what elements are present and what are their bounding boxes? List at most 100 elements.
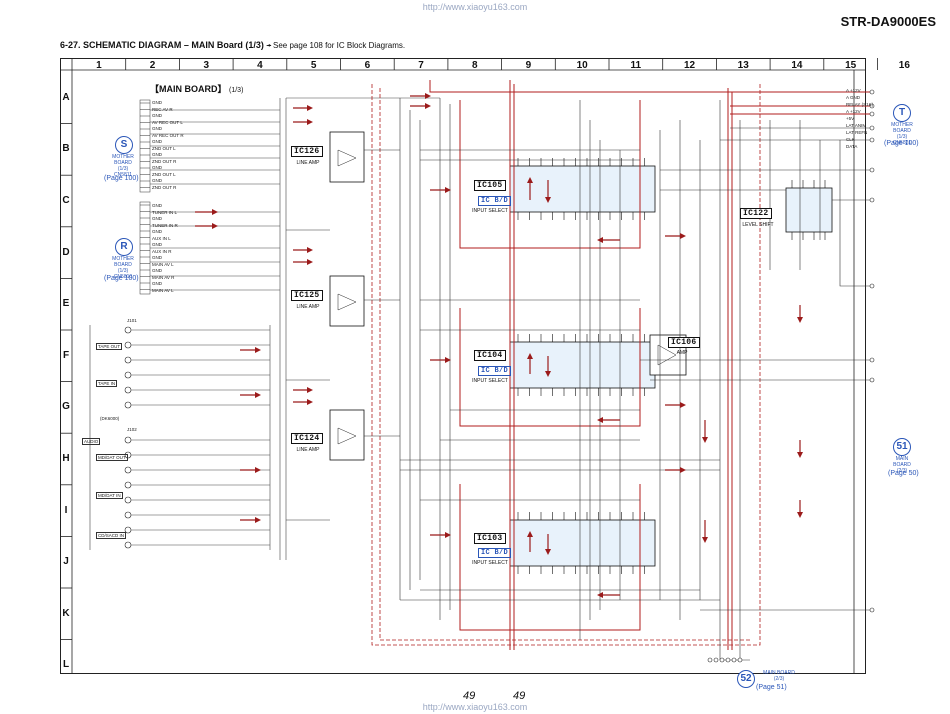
connector-t-pin-label: LAT REFN	[846, 130, 868, 135]
column-number-4: 4	[257, 60, 263, 71]
board-title: 【MAIN BOARD】 (1/3)	[150, 84, 244, 94]
pin-label: GND	[152, 203, 162, 208]
pin-label: GND	[152, 100, 162, 105]
ic126-label: IC126	[291, 146, 323, 157]
watermark-bottom: http://www.xiaoyu163.com	[422, 702, 528, 712]
row-letter-F: F	[62, 349, 70, 361]
ic104-role: INPUT SELECT	[472, 378, 508, 384]
md-dat-in-label: MD/DAT IN	[96, 492, 123, 499]
pin-label: GND	[152, 113, 162, 118]
row-letter-D: D	[62, 246, 70, 258]
ic105-role: INPUT SELECT	[472, 208, 508, 214]
connector-t-pin-label: A GND	[846, 95, 861, 100]
connector-r-icon: R	[115, 238, 133, 256]
ic105-bd-badge: IC B/D	[478, 196, 512, 206]
connector-s-icon: S	[115, 136, 133, 154]
pin-label: ZND OUT R	[152, 184, 177, 190]
column-number-9: 9	[525, 60, 532, 71]
tape-in-label: TAPE IN	[96, 380, 118, 387]
diagram-heading: 6-27. SCHEMATIC DIAGRAM – MAIN Board (1/…	[60, 40, 272, 50]
pin-label: TUNER IN L	[152, 209, 178, 215]
ic106-label: IC106	[668, 337, 700, 348]
pin-label: GND	[152, 242, 162, 247]
row-letter-B: B	[62, 143, 70, 155]
column-number-6: 6	[364, 60, 371, 71]
row-letter-C: C	[62, 195, 70, 206]
pin-label: MAIN AV L	[152, 287, 174, 293]
ic104-bd-badge: IC B/D	[478, 366, 512, 376]
pin-label: GND	[152, 268, 162, 273]
column-number-14: 14	[791, 60, 803, 71]
row-letter-K: K	[62, 607, 70, 619]
column-number-5: 5	[310, 60, 317, 71]
row-letter-L: L	[62, 659, 70, 671]
column-number-8: 8	[471, 60, 478, 71]
pin-label: AV REC OUT R	[152, 132, 184, 138]
dk-label: (DK6000)	[100, 416, 120, 421]
pin-label: AV REC OUT L	[152, 119, 183, 125]
column-number-10: 10	[576, 60, 588, 71]
ic125-label: IC125	[291, 290, 323, 301]
pin-label: ZND OUT L	[152, 145, 176, 151]
pin-label: GND	[152, 216, 162, 221]
connector-t-icon: T	[893, 104, 911, 122]
ic103-role: INPUT SELECT	[472, 560, 508, 566]
column-number-11: 11	[630, 60, 642, 71]
ic124-role: LINE AMP	[296, 447, 320, 453]
column-number-13: 13	[737, 60, 749, 71]
ic126-role: LINE AMP	[296, 160, 320, 166]
connector-t-pin-label: A +12V	[846, 88, 861, 93]
connector-51-icon: 51	[893, 438, 911, 456]
pin-label: GND	[152, 229, 162, 234]
pin-label: AUX IN L	[152, 235, 171, 241]
pin-label: ZND OUT L	[152, 171, 176, 177]
pin-label: MAIN AV L	[152, 261, 174, 267]
connector-t-pin-label: RELAY (S1K)	[846, 102, 874, 107]
column-number-16: 16	[898, 60, 910, 71]
watermark-top: http://www.xiaoyu163.com	[422, 2, 528, 12]
row-letter-E: E	[62, 298, 70, 310]
connector-t-pin-label: DATA	[846, 144, 858, 149]
connector-t-pin-label: LAT ANIM	[846, 123, 867, 128]
ic124-label: IC124	[291, 433, 323, 444]
pin-label: GND	[152, 165, 162, 170]
pin-label: MAIN AV R	[152, 274, 175, 280]
pin-label: AUX IN R	[152, 248, 172, 254]
connector-t-page: (Page 100)	[884, 140, 919, 147]
column-number-1: 1	[96, 60, 102, 71]
pin-label: TUNER IN R	[152, 222, 178, 228]
connector-t-pin-label: A +12V	[846, 109, 861, 114]
schematic-frame	[60, 58, 866, 674]
j102-label: J102	[127, 427, 137, 432]
connector-52-page: (Page 51)	[756, 684, 787, 691]
ic122-role: LEVEL SHIFT	[742, 222, 774, 228]
column-number-2: 2	[149, 60, 156, 71]
row-letter-J: J	[63, 556, 69, 568]
page-number-left: 49	[463, 690, 476, 702]
ic106-role: AMP	[676, 350, 688, 356]
connector-s-page: (Page 100)	[104, 175, 139, 182]
pin-label: GND	[152, 139, 162, 144]
j101-label: J101	[127, 318, 137, 323]
column-number-7: 7	[418, 60, 424, 71]
model-name: STR-DA9000ES	[840, 14, 936, 29]
row-letter-H: H	[62, 453, 70, 464]
audio-label: AUDIO	[82, 438, 101, 445]
pin-label: ZND OUT R	[152, 158, 177, 164]
column-number-15: 15	[845, 60, 857, 71]
connector-51-page: (Page 50)	[888, 470, 919, 477]
ic122-label: IC122	[740, 208, 772, 219]
connector-t-pin-label: CLK	[846, 137, 855, 142]
ic104-label: IC104	[474, 350, 506, 361]
column-number-12: 12	[683, 60, 696, 71]
pin-label: REC AV R	[152, 106, 173, 112]
ic125-role: LINE AMP	[296, 304, 320, 310]
column-number-3: 3	[203, 60, 210, 71]
connector-t-pin-label: +5V	[846, 116, 855, 121]
pin-label: GND	[152, 281, 162, 286]
md-dat-out-label: MD/DAT OUT	[96, 454, 128, 461]
